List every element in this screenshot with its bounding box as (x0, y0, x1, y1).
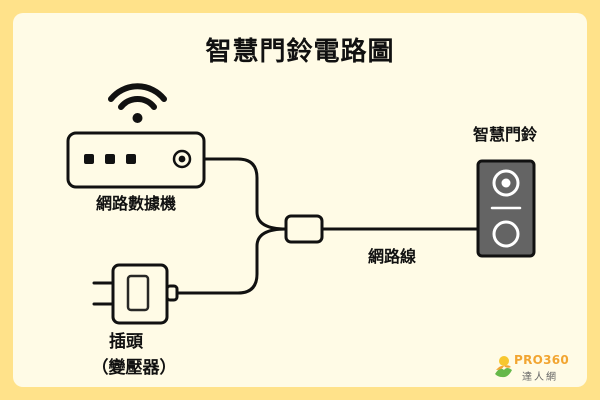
router-cable (202, 157, 482, 231)
logo-subtitle: 達人網 (522, 372, 558, 383)
router-label: 網路數據機 (95, 194, 176, 213)
pro360-logo-icon (495, 356, 512, 378)
router-device (66, 131, 206, 189)
plug-inner-panel (126, 274, 150, 312)
cable-connector (284, 214, 324, 244)
adapter-label: （變壓器） (91, 358, 177, 378)
plug-cable (175, 227, 288, 295)
router-light-3 (126, 154, 136, 164)
logo-brand-text: PRO360 (514, 353, 570, 367)
plug-device (92, 263, 179, 325)
doorbell-button-icon (492, 220, 520, 248)
pro360-logo: PRO360 達人網 (492, 350, 586, 386)
doorbell-label: 智慧門鈴 (472, 125, 537, 144)
router-light-2 (105, 154, 115, 164)
diagram-title: 智慧門鈴電路圖 (205, 37, 395, 67)
plug-label: 插頭 (109, 332, 143, 352)
smart-doorbell-device (476, 159, 536, 258)
router-light-1 (84, 154, 94, 164)
ethernet-cable-label: 網路線 (367, 247, 416, 266)
wifi-icon (108, 83, 167, 123)
